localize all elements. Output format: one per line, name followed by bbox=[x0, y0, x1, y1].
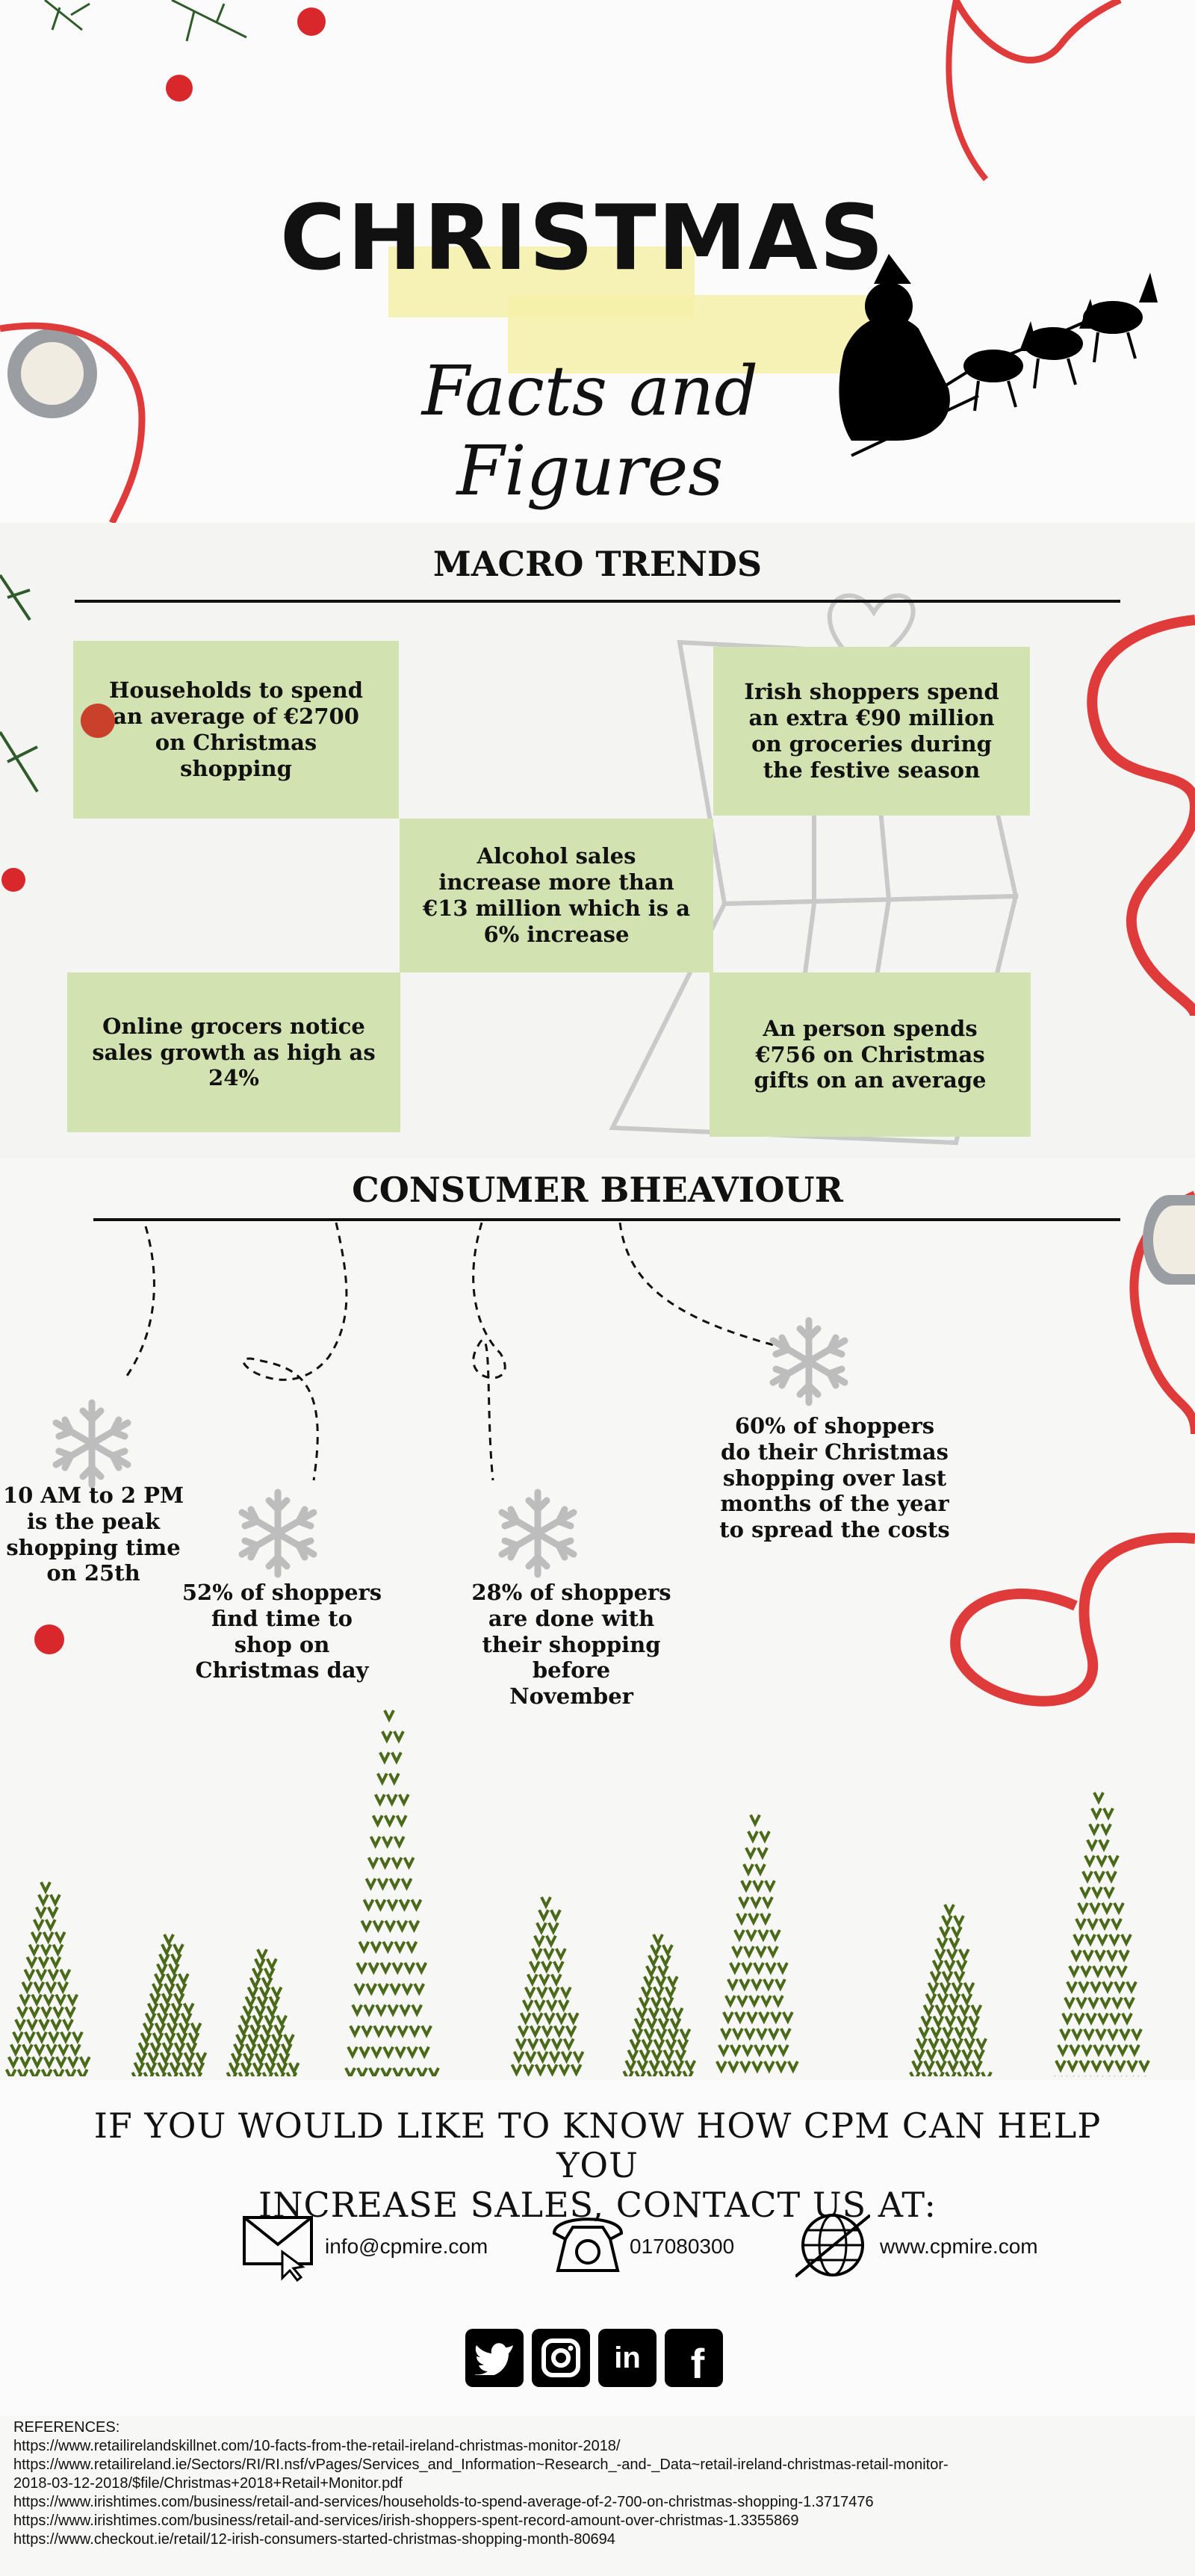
christmas-tree-icon bbox=[622, 1934, 697, 2076]
website-link[interactable]: www.cpmire.com bbox=[880, 2235, 1038, 2258]
berry-icon bbox=[297, 7, 326, 36]
cta-line: IF YOU WOULD LIKE TO KNOW HOW CPM CAN HE… bbox=[93, 2105, 1102, 2185]
reference-link[interactable]: https://www.irishtimes.com/business/reta… bbox=[13, 2513, 799, 2529]
ribbon-decoration bbox=[0, 0, 1122, 523]
references-heading: REFERENCES: bbox=[13, 2419, 120, 2436]
instagram-icon[interactable] bbox=[532, 2329, 590, 2387]
ornament-icon bbox=[81, 704, 115, 738]
cta-text: IF YOU WOULD LIKE TO KNOW HOW CPM CAN HE… bbox=[60, 2106, 1135, 2225]
title-highlight bbox=[508, 295, 896, 373]
consumer-item-before-november: 28% of shoppers are done with their shop… bbox=[471, 1580, 671, 1710]
reference-link[interactable]: 2018-03-12-2018/$file/Christmas+2018+Ret… bbox=[13, 2475, 403, 2492]
fir-branch-decoration bbox=[0, 574, 39, 892]
reference-link[interactable]: https://www.retailirelandskillnet.com/10… bbox=[13, 2438, 621, 2454]
twitter-icon[interactable] bbox=[465, 2329, 524, 2387]
linkedin-icon[interactable]: in bbox=[598, 2329, 657, 2387]
christmas-tree-icon bbox=[226, 1949, 300, 2076]
consumer-item-spread-costs: 60% of shoppers do their Christmas shopp… bbox=[719, 1413, 950, 1543]
divider bbox=[75, 600, 1120, 603]
macro-box-gift-spend: An person spends €756 on Christmas gifts… bbox=[710, 972, 1031, 1137]
berry-icon bbox=[166, 75, 193, 102]
snowflake-icon bbox=[229, 1485, 326, 1582]
christmas-tree-icon bbox=[1054, 1792, 1150, 2076]
macro-box-groceries: Irish shoppers spend an extra €90 millio… bbox=[713, 647, 1030, 816]
christmas-tree-icon bbox=[4, 1881, 91, 2076]
mail-icon bbox=[243, 2216, 313, 2282]
fir-branch-decoration bbox=[44, 0, 247, 42]
candle-icon bbox=[7, 329, 97, 418]
christmas-tree-icon bbox=[131, 1934, 208, 2076]
christmas-tree-icon bbox=[716, 1814, 799, 2074]
berry-icon bbox=[34, 1624, 64, 1654]
email-link[interactable]: info@cpmire.com bbox=[325, 2235, 488, 2258]
macro-box-alcohol: Alcohol sales increase more than €13 mil… bbox=[400, 819, 713, 972]
christmas-tree-icon bbox=[909, 1904, 993, 2076]
reference-link[interactable]: https://www.checkout.ie/retail/12-irish-… bbox=[13, 2531, 615, 2548]
consumer-behaviour-title: CONSUMER BHEAVIOUR bbox=[352, 1170, 843, 1210]
references: REFERENCES: https://www.retailirelandski… bbox=[13, 2418, 1186, 2549]
christmas-tree-icon bbox=[510, 1896, 585, 2076]
consumer-item-peak-time: 10 AM to 2 PM is the peak shopping time … bbox=[2, 1483, 184, 1586]
christmas-trees-decoration bbox=[4, 1710, 1150, 2076]
macro-trends-title: MACRO TRENDS bbox=[432, 544, 763, 584]
reference-link[interactable]: https://www.retailireland.ie/Sectors/RI/… bbox=[13, 2456, 949, 2473]
divider bbox=[93, 1218, 1120, 1221]
hanging-strings-decoration bbox=[125, 1222, 777, 1481]
macro-box-households: Households to spend an average of €2700 … bbox=[73, 641, 399, 819]
phone-icon bbox=[552, 2217, 624, 2272]
phone-number[interactable]: 017080300 bbox=[630, 2235, 735, 2258]
reference-link[interactable]: https://www.irishtimes.com/business/reta… bbox=[13, 2494, 874, 2510]
reindeer-sleigh-icon bbox=[839, 254, 1158, 457]
page-title: CHRISTMAS bbox=[279, 187, 886, 291]
candle-icon bbox=[1143, 1195, 1195, 1285]
snowflake-icon bbox=[489, 1485, 586, 1582]
page-subtitle: Facts and Figures bbox=[421, 351, 759, 511]
snowflake-icon bbox=[760, 1313, 857, 1410]
macro-box-online-grocers: Online grocers notice sales growth as hi… bbox=[67, 972, 400, 1132]
snowflake-icon bbox=[43, 1395, 140, 1492]
ribbon-icon bbox=[1087, 615, 1195, 1017]
header-section: CHRISTMAS Facts and Figures bbox=[0, 0, 1195, 523]
facebook-icon[interactable]: f bbox=[665, 2329, 723, 2387]
christmas-tree-icon bbox=[344, 1710, 440, 2076]
globe-icon bbox=[795, 2214, 870, 2278]
consumer-item-christmas-day: 52% of shoppers find time to shop on Chr… bbox=[181, 1580, 382, 1683]
